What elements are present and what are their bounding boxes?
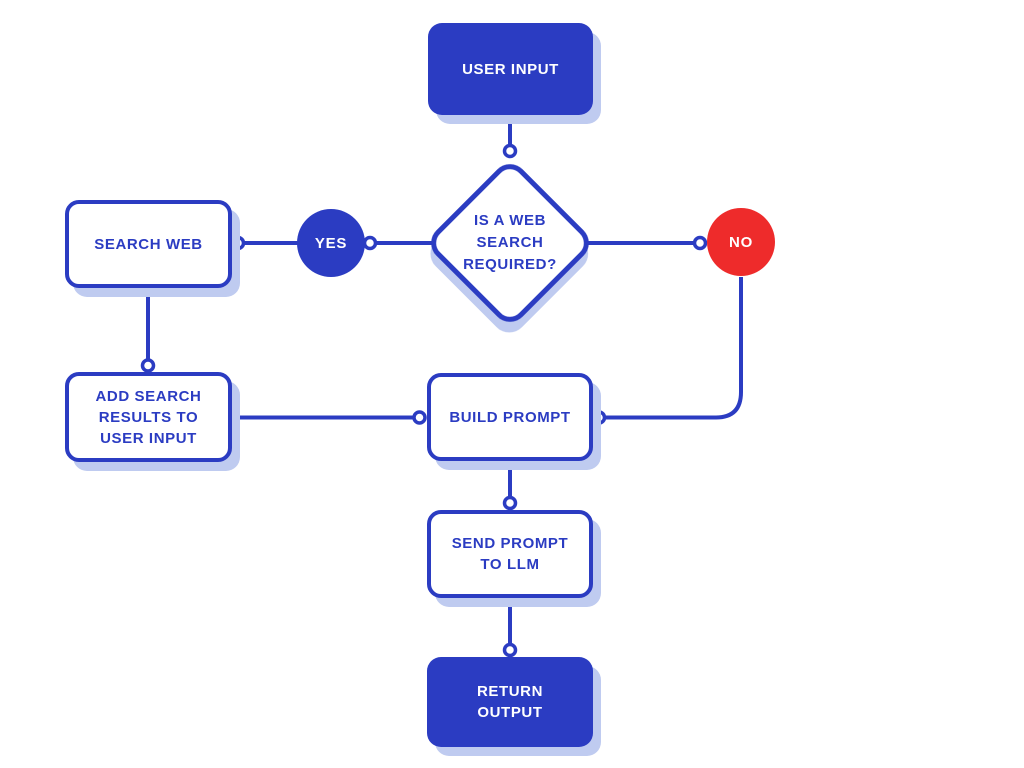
node-add-search-results: ADD SEARCH RESULTS TO USER INPUT: [65, 372, 232, 462]
edge-no-buildprompt: [606, 277, 743, 420]
node-add-search-results-label: ADD SEARCH RESULTS TO USER INPUT: [95, 387, 202, 447]
connector-dot-icon: [502, 642, 518, 658]
connector-dot-icon: [412, 410, 427, 425]
connector-dot-icon: [140, 358, 156, 373]
node-send-prompt-label: SEND PROMPT TO LLM: [451, 535, 569, 573]
node-return-output-label: RETURN OUTPUT: [476, 683, 544, 721]
connector-dot-icon: [502, 495, 518, 511]
badge-no: NO: [707, 208, 775, 276]
node-user-input-label: USER INPUT: [462, 60, 559, 78]
node-decision: IS A WEB SEARCH REQUIRED?: [449, 182, 571, 304]
connector-dot-icon: [591, 410, 607, 425]
node-user-input: USER INPUT: [428, 23, 593, 115]
node-send-prompt: SEND PROMPT TO LLM: [427, 510, 593, 598]
node-decision-label: IS A WEB SEARCH REQUIRED?: [463, 212, 557, 273]
node-build-prompt-label: BUILD PROMPT: [449, 408, 571, 426]
node-search-web: SEARCH WEB: [65, 200, 232, 288]
badge-yes: YES: [297, 209, 365, 277]
connector-dot-icon: [362, 235, 378, 251]
node-search-web-label: SEARCH WEB: [94, 235, 203, 253]
badge-no-label: NO: [729, 233, 753, 251]
badge-yes-label: YES: [314, 234, 348, 252]
connector-dot-icon: [230, 235, 246, 251]
node-build-prompt: BUILD PROMPT: [427, 373, 593, 461]
node-return-output: RETURN OUTPUT: [427, 657, 593, 747]
connector-dot-icon: [692, 235, 708, 251]
connector-dot-icon: [502, 143, 518, 159]
